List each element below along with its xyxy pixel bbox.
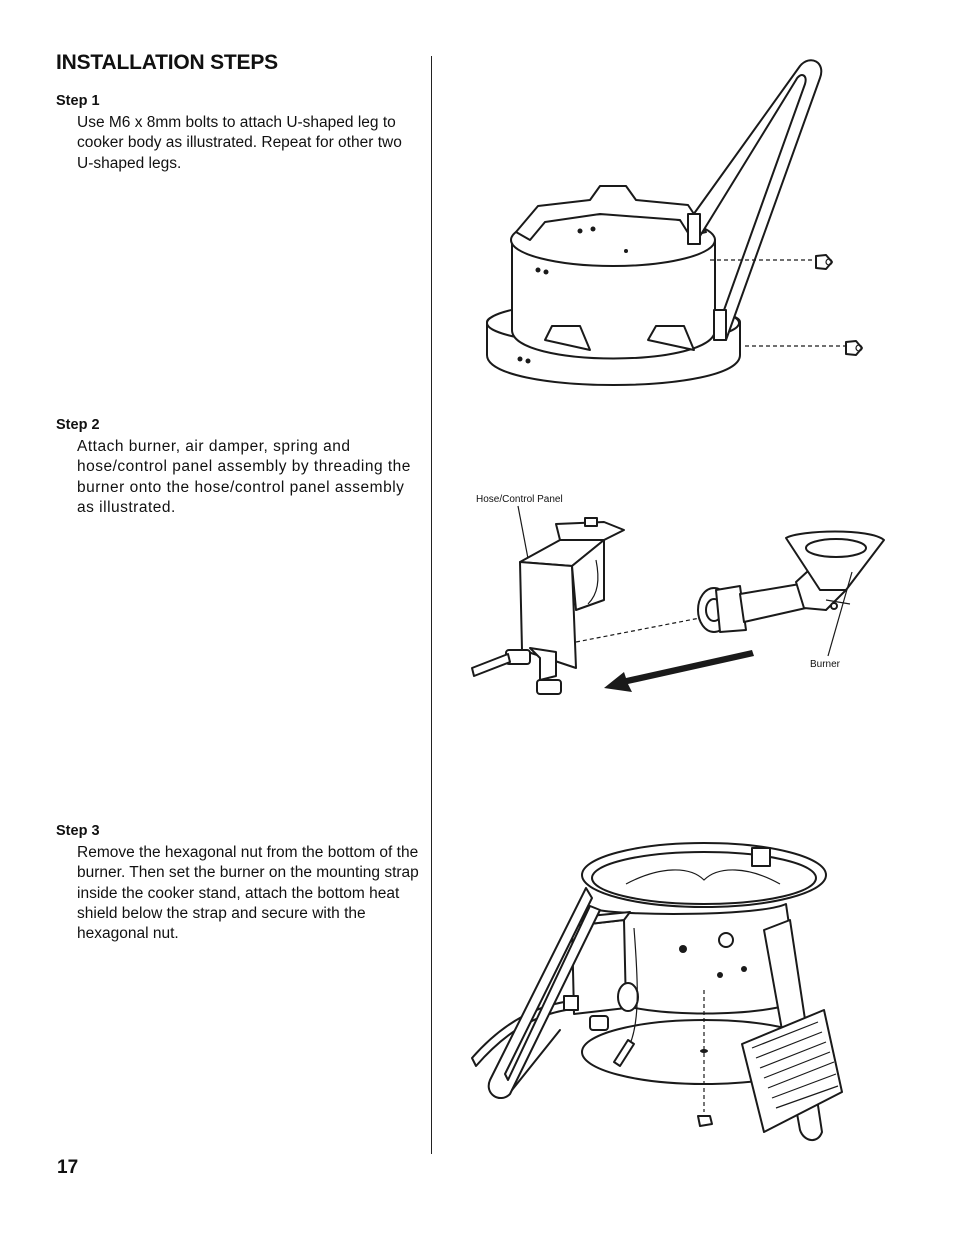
step-3-title: Step 3 bbox=[56, 823, 100, 839]
warning-tag-icon bbox=[741, 1009, 843, 1133]
bolt-icon bbox=[845, 340, 863, 356]
step-1-text: Use M6 x 8mm bolts to attach U-shaped le… bbox=[77, 114, 402, 172]
hex-nut-icon bbox=[697, 1115, 713, 1127]
step-1-title: Step 1 bbox=[56, 93, 100, 109]
step-1: Step 1 Use M6 x 8mm bolts to attach U-sh… bbox=[56, 93, 421, 174]
column-divider bbox=[431, 56, 432, 1154]
step-2: Step 2 Attach burner, air damper, spring… bbox=[56, 417, 421, 518]
bolt-icon bbox=[815, 254, 833, 270]
step-3-text: Remove the hexagonal nut from the bottom… bbox=[77, 844, 419, 943]
arrow-left-icon bbox=[604, 650, 754, 692]
step-2-title: Step 2 bbox=[56, 417, 100, 433]
page-number: 17 bbox=[57, 1157, 79, 1178]
label-hose-control-panel: Hose/Control Panel bbox=[476, 494, 563, 505]
step-2-text: Attach burner, air damper, spring and ho… bbox=[77, 438, 411, 516]
step-3: Step 3 Remove the hexagonal nut from the… bbox=[56, 823, 421, 944]
page-heading: INSTALLATION STEPS bbox=[56, 51, 278, 74]
label-burner: Burner bbox=[810, 659, 841, 670]
